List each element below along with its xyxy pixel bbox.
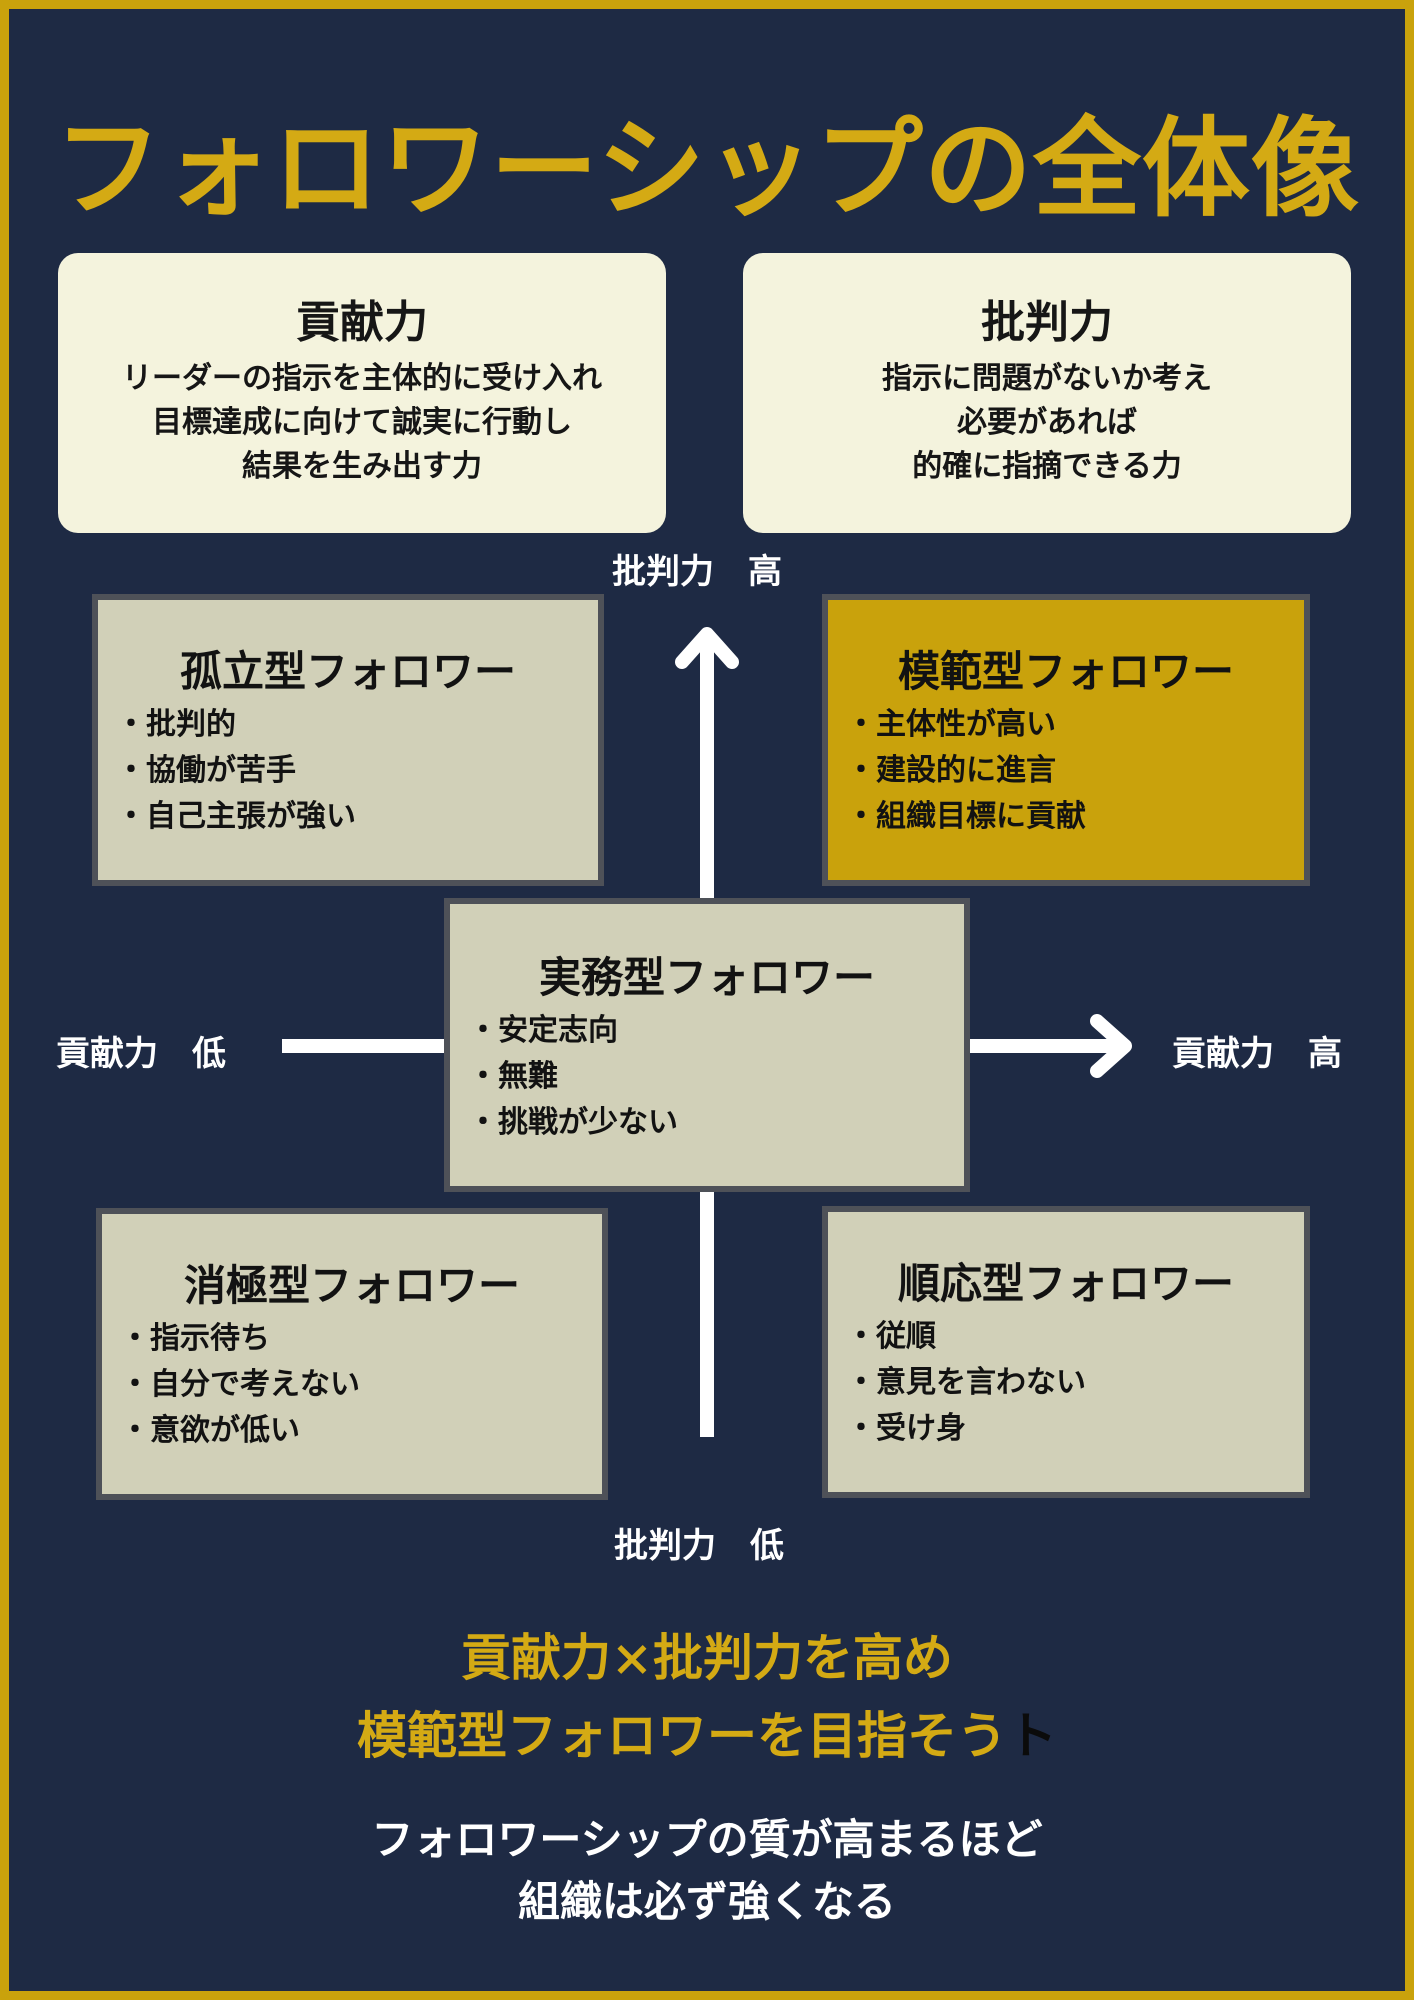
closing-line-2: 組織は必ず強くなる <box>517 1877 896 1926</box>
quadrant-item: 意欲が低い <box>120 1408 602 1454</box>
card-line: 結果を生み出す力 <box>242 449 482 484</box>
quadrant-item: 批判的 <box>116 702 598 748</box>
quadrant-item: 従順 <box>846 1314 1304 1360</box>
quadrant-item: 自己主張が強い <box>116 794 598 840</box>
critical-definition-card: 批判力 指示に問題がないか考え 必要があれば 的確に指摘できる力 <box>743 253 1351 533</box>
isolated-follower-box: 孤立型フォロワー 批判的 協働が苦手 自己主張が強い <box>92 594 604 886</box>
card-line: 的確に指摘できる力 <box>912 449 1182 484</box>
quadrant-item: 建設的に進言 <box>846 748 1304 794</box>
quadrant-item: 主体性が高い <box>846 702 1304 748</box>
quadrant-item: 自分で考えない <box>120 1362 602 1408</box>
axis-label-contribution-low: 貢献力 低 <box>56 1034 226 1074</box>
exemplary-follower-box: 模範型フォロワー 主体性が高い 建設的に進言 組織目標に貢献 <box>822 594 1310 886</box>
summary-line-2-text: 模範型フォロワーを目指そう <box>357 1706 1007 1765</box>
quadrant-item: 挑戦が少ない <box>468 1100 964 1146</box>
card-line: 必要があれば <box>957 405 1137 440</box>
summary-line-2: 模範型フォロワーを目指そうト <box>0 1696 1414 1768</box>
contribution-definition-card: 貢献力 リーダーの指示を主体的に受け入れ 目標達成に向けて誠実に行動し 結果を生… <box>58 253 666 533</box>
summary-line-1: 貢献力×批判力を高め <box>461 1628 953 1687</box>
axis-label-critical-low: 批判力 低 <box>614 1526 784 1566</box>
quadrant-item: 指示待ち <box>120 1316 602 1362</box>
quadrant-item: 協働が苦手 <box>116 748 598 794</box>
card-line: 目標達成に向けて誠実に行動し <box>152 405 572 440</box>
conformist-follower-box: 順応型フォロワー 従順 意見を言わない 受け身 <box>822 1206 1310 1498</box>
quadrant-item: 受け身 <box>846 1406 1304 1452</box>
page-title: フォロワーシップの全体像 <box>54 106 1360 232</box>
quadrant-title: 順応型フォロワー <box>897 1259 1234 1308</box>
passive-follower-box: 消極型フォロワー 指示待ち 自分で考えない 意欲が低い <box>96 1208 608 1500</box>
quadrant-item: 意見を言わない <box>846 1360 1304 1406</box>
axis-label-critical-high: 批判力 高 <box>612 552 782 592</box>
quadrant-item: 組織目標に貢献 <box>846 794 1304 840</box>
quadrant-title: 実務型フォロワー <box>538 953 875 1002</box>
quadrant-title: 消極型フォロワー <box>183 1261 520 1310</box>
pragmatic-follower-box: 実務型フォロワー 安定志向 無難 挑戦が少ない <box>444 898 970 1192</box>
card-line: リーダーの指示を主体的に受け入れ <box>122 361 602 396</box>
summary-trailing-glyph: ト <box>1007 1706 1057 1765</box>
up-arrow-head <box>675 627 739 669</box>
right-arrow-head <box>1090 1014 1132 1078</box>
axis-label-contribution-high: 貢献力 高 <box>1172 1034 1342 1074</box>
quadrant-item: 安定志向 <box>468 1008 964 1054</box>
card-line: 指示に問題がないか考え <box>882 361 1212 396</box>
card-heading: 貢献力 <box>296 297 428 348</box>
quadrant-title: 孤立型フォロワー <box>179 647 516 696</box>
quadrant-title: 模範型フォロワー <box>897 647 1234 696</box>
closing-line-1: フォロワーシップの質が高まるほど <box>371 1815 1043 1864</box>
card-heading: 批判力 <box>981 297 1113 348</box>
quadrant-item: 無難 <box>468 1054 964 1100</box>
